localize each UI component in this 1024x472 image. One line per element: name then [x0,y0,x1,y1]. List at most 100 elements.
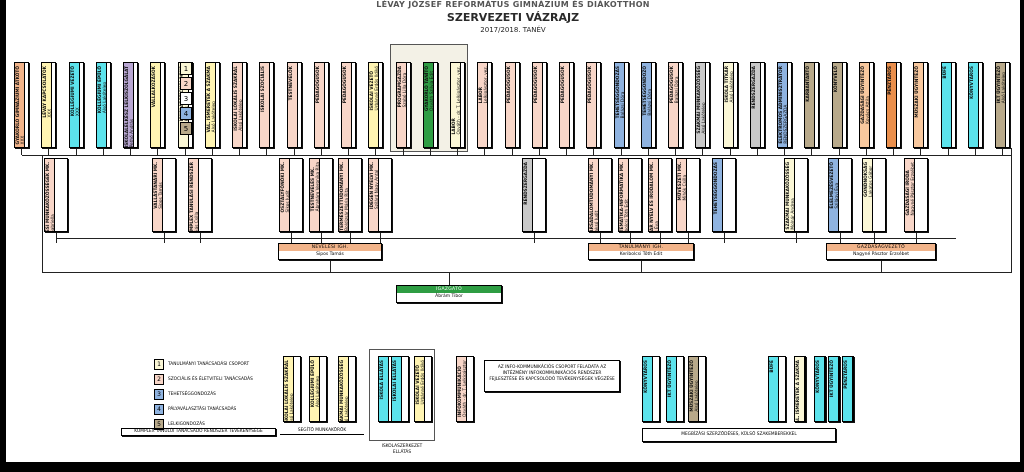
middle-unit-11[interactable]: MŰVÉSZETI MK.Mihók Csilla [676,158,700,232]
bottom-unit-color-14 [843,357,853,421]
vice-principal-education[interactable]: NEVELÉSI IGH. Sipos Tamás [278,243,382,260]
bottom-unit-color-7 [643,357,653,421]
middle-unit-7[interactable]: RENDSZERGAZDA [522,158,546,232]
top-unit-name-24: Balázsi Dóra [675,76,680,104]
top-unit-5[interactable]: VÁLLALKOZÁSOK [150,62,165,148]
top-unit-29[interactable]: KARBANTARTÓ [804,62,819,148]
middle-unit-9[interactable]: MATEMATIKA-INFORMATIKA MK.Keribolcsi Tót… [618,158,642,232]
top-unit-33[interactable]: MŰSZAKI ÜGYINTÉZŐ [913,62,928,148]
legend-caption-1: KOMPLEX TANULÓI TANÁCSADÓ RENDSZER TEVÉK… [121,428,276,436]
middle-unit-color-6 [369,159,379,231]
connector-v [321,148,322,155]
top-unit-name-15: Osváth Szilvia Edit [430,71,435,111]
bottom-unit-label-13: IKT ÜGYINTÉZŐ [830,360,835,398]
bottom-unit-11[interactable]: VAL. ISMERETEK A SZAKMA [794,356,806,422]
bottom-unit-10[interactable]: BÜFÉ [768,356,786,422]
middle-unit-8[interactable]: TÁRSADALOMTUDOMÁNYI MK.Maksó Judit [588,158,612,232]
middle-unit-12[interactable]: TEHETSÉGGONDOZÁS [712,158,736,232]
director-box[interactable]: IGAZGATÓ Ábrám Tibor [396,285,502,303]
middle-unit-5[interactable]: TERMÉSZETTUDOMÁNYI MK.Boldizsár Mária Ri… [338,158,362,232]
top-unit-35[interactable]: KÖNYVTÁROS [968,62,983,148]
top-unit-27[interactable]: RENDSZERGAZDA [750,62,765,148]
top-unit-color-35 [969,63,979,147]
bottom-unit-12[interactable]: KÖNYVTÁROS [814,356,826,422]
bottom-unit-color-6 [457,357,467,421]
middle-unit-3[interactable]: OSZTÁLYFŐNÖKI MK.Sikos Judit [279,158,303,232]
top-unit-34[interactable]: BÜFÉ [941,62,956,148]
director-name: Ábrám Tibor [435,294,463,299]
top-unit-30[interactable]: KÖNYVELŐ [832,62,847,148]
bottom-unit-8[interactable]: IKT ÜGYINTÉZŐ [666,356,684,422]
top-unit-label-33: MŰSZAKI ÜGYINTÉZŐ [915,66,920,118]
top-unit-color-13 [369,63,379,147]
connector-h [22,155,1012,156]
middle-unit-6[interactable]: IDEGEN NYELVI MK.Szilárd Nagy Antal [368,158,392,232]
top-unit-color-8 [233,63,243,147]
bottom-unit-text-14: PÉNZTÁROS [844,360,849,389]
top-unit-label-0: GYAKORLÓ GIMNÁZIUMI ÁTKÖTŐ [16,66,21,145]
top-unit-9[interactable]: ISKOLAI SZOCIÁLIS [259,62,274,148]
connector-v [291,232,292,243]
top-unit-12[interactable]: PEDAGÓGUSOK [341,62,356,148]
bottom-unit-13[interactable]: IKT ÜGYINTÉZŐ [828,356,840,422]
middle-unit-1[interactable]: VALLÁSTANÁRI MK.Sipos Tamás [152,158,176,232]
middle-unit-text-10: MAGYAR NYELV ÉS IRODALOM MK.Lantos Éva [650,162,660,231]
bottom-unit-4[interactable]: ISKOLAI ELLÁTÁS [391,356,409,422]
top-unit-11[interactable]: PEDAGÓGUSOK [314,62,329,148]
middle-unit-color-9 [619,159,629,231]
bottom-unit-name-5: Urbánné Erdős Ildikó [421,360,426,405]
finance-director[interactable]: GAZDASÁGVEZETŐ Nagyné Pásztor Erzsébet [826,243,936,260]
top-unit-18[interactable]: PEDAGÓGUSOK [505,62,520,148]
vice-principal-studies[interactable]: TANULMÁNYI IGH. Keribolcsi Tóth Edit [588,243,694,260]
top-unit-label-32: PÉNZTÁROS [888,66,893,95]
bottom-unit-7[interactable]: KÖNYVTÁROS [642,356,660,422]
top-unit-color-15 [424,63,434,147]
top-unit-19[interactable]: PEDAGÓGUSOK [532,62,547,148]
middle-unit-label-7: RENDSZERGAZDA [524,162,529,205]
middle-unit-0[interactable]: NEVELÉSI MUNKAKÖZÖSSÉGEK MK.Dorka Gabrie… [44,158,68,232]
top-unit-10[interactable]: TESTNEVELŐK [287,62,302,148]
top-unit-label-10: TESTNEVELŐK [289,66,294,101]
top-unit-20[interactable]: PEDAGÓGUSOK [559,62,574,148]
top-unit-32[interactable]: PÉNZTÁROS [886,62,901,148]
top-unit-21[interactable]: PEDAGÓGUSOK [586,62,601,148]
middle-unit-4[interactable]: TESTNEVELÉS MK.Ábrahám Veronika Rita [309,158,333,232]
middle-unit-10[interactable]: MAGYAR NYELV ÉS IRODALOM MK.Lantos Éva [648,158,672,232]
top-unit-text-18: PEDAGÓGUSOK [507,66,512,103]
bottom-unit-14[interactable]: PÉNZTÁROS [842,356,854,422]
top-unit-color-28 [778,63,788,147]
top-unit-name-17: Lelkipásztor, vez. [484,66,489,104]
